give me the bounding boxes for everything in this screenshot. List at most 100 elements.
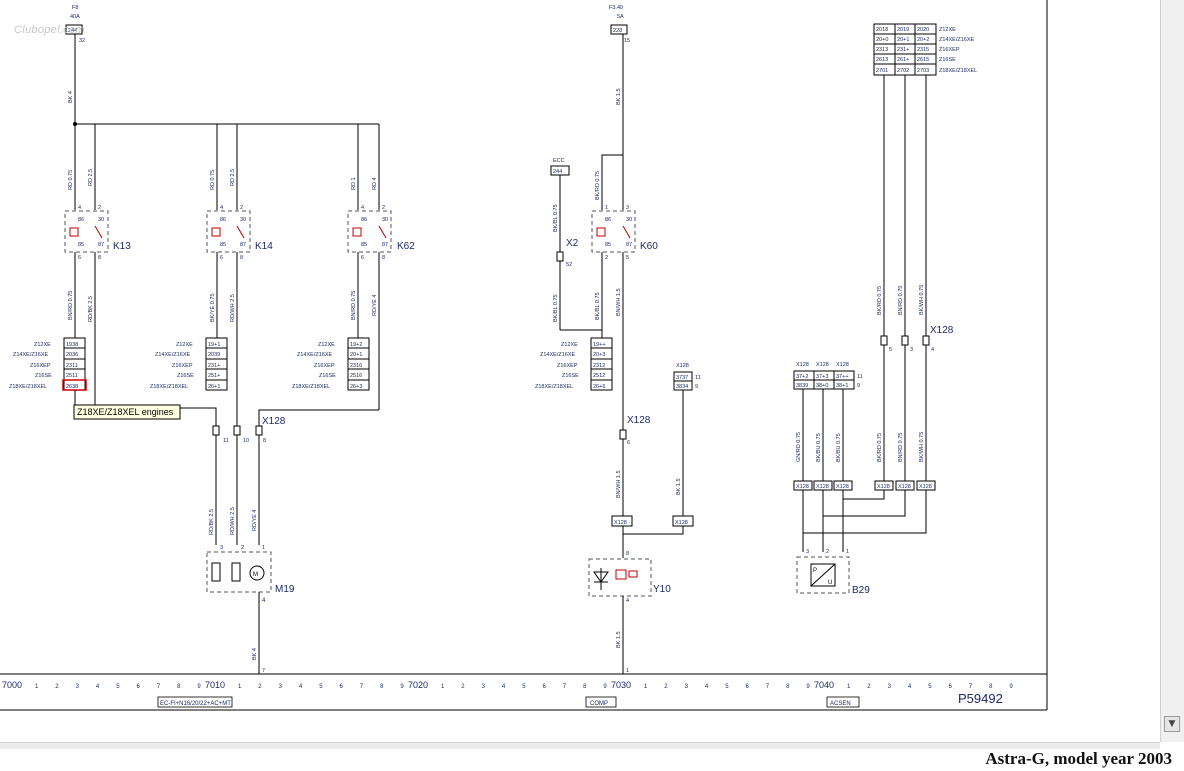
svg-text:2: 2	[382, 205, 385, 211]
svg-text:Z14XE/Z16XE: Z14XE/Z16XE	[155, 352, 190, 358]
ruler-major-label: 7010	[205, 680, 225, 690]
svg-text:Z18XE/Z18XEL: Z18XE/Z18XEL	[939, 68, 977, 74]
svg-text:87: 87	[626, 242, 632, 248]
ruler-major-label: 7030	[611, 680, 631, 690]
k60-label: K60	[640, 241, 658, 252]
svg-text:X128: X128	[614, 520, 627, 526]
ruler-digit: 8	[786, 684, 790, 690]
svg-text:3: 3	[220, 545, 223, 551]
wire-label-bk4: BK 4	[68, 91, 74, 103]
ruler-digit: 2	[258, 684, 262, 690]
svg-text:Z16XEP: Z16XEP	[939, 47, 960, 53]
svg-text:X128: X128	[919, 484, 932, 490]
ruler-digit: 1	[847, 684, 851, 690]
svg-text:X128: X128	[836, 362, 849, 368]
svg-text:261+: 261+	[897, 57, 909, 63]
k60-engine-table: 19++ 20+3 2312 2512 26+6 Z12XE Z14XE/Z16…	[535, 337, 613, 391]
svg-text:RD/YE 4: RD/YE 4	[372, 295, 378, 316]
ruler-digit: 5	[319, 684, 323, 690]
ruler-digit: 9	[603, 684, 607, 690]
svg-text:RD/BK 2.5: RD/BK 2.5	[88, 296, 94, 322]
svg-text:26+6: 26+6	[593, 384, 605, 390]
svg-text:38+0: 38+0	[816, 383, 828, 389]
ruler-digit: 4	[299, 684, 303, 690]
svg-text:2039: 2039	[208, 352, 220, 358]
ruler-digit: 2	[55, 684, 59, 690]
svg-text:X128: X128	[262, 416, 286, 427]
ruler-digit: 5	[725, 684, 729, 690]
svg-text:2019: 2019	[897, 27, 909, 33]
svg-text:X128: X128	[836, 484, 849, 490]
svg-text:8: 8	[263, 438, 266, 444]
horizontal-scrollbar[interactable]	[0, 742, 1160, 749]
svg-text:RD 0.75: RD 0.75	[68, 170, 74, 190]
ruler-digit: 7	[360, 684, 364, 690]
ruler-digit: 4	[908, 684, 912, 690]
ruler-digit: 8	[177, 684, 181, 690]
svg-text:BK 1.5: BK 1.5	[676, 478, 682, 495]
svg-text:87: 87	[98, 242, 104, 248]
svg-text:2036: 2036	[66, 352, 78, 358]
ruler-digit: 3	[279, 684, 283, 690]
svg-text:4: 4	[361, 205, 364, 211]
svg-text:2701: 2701	[876, 68, 888, 74]
svg-text:P: P	[813, 568, 817, 574]
ruler-digit: 8	[583, 684, 587, 690]
ruler-digit: 9	[197, 684, 201, 690]
svg-text:86: 86	[220, 217, 226, 223]
svg-text:6: 6	[627, 440, 630, 446]
svg-text:BN/WH 1.5: BN/WH 1.5	[616, 288, 622, 316]
svg-text:3: 3	[806, 549, 809, 555]
svg-text:Z14XE/Z16XE: Z14XE/Z16XE	[13, 352, 48, 358]
svg-text:2020: 2020	[917, 27, 929, 33]
svg-text:3: 3	[626, 205, 629, 211]
ruler-digit: 9	[1009, 684, 1013, 690]
fuse-f3-rating: 5A	[617, 14, 624, 20]
diagram-canvas: F8 40A 244 32 BK 4 RD 0.75 RD 2.5 4 2 86…	[0, 0, 1048, 711]
ruler-digit: 2	[461, 684, 465, 690]
svg-text:X128: X128	[816, 362, 829, 368]
ruler-digit: 7	[766, 684, 770, 690]
k62-label: K62	[397, 241, 415, 252]
ruler-digit: 6	[543, 684, 547, 690]
svg-text:2615: 2615	[917, 57, 929, 63]
k13-engine-table: 1938 2036 2311 2511 2638 Z12XE Z14XE/Z16…	[9, 337, 87, 391]
relay-k60	[591, 210, 636, 253]
svg-text:86: 86	[361, 217, 367, 223]
svg-text:Z14XE/Z16XE: Z14XE/Z16XE	[939, 37, 974, 43]
svg-text:5: 5	[889, 347, 892, 353]
svg-text:Z16SE: Z16SE	[35, 373, 52, 379]
svg-text:19+1: 19+1	[208, 342, 220, 348]
svg-text:B29: B29	[852, 585, 870, 596]
relay-k13	[64, 210, 109, 253]
svg-text:Z12XE: Z12XE	[939, 27, 956, 33]
svg-text:X128: X128	[675, 520, 688, 526]
svg-text:X128: X128	[796, 484, 809, 490]
watermark: Clubopel.com	[14, 24, 85, 36]
svg-text:20+3: 20+3	[593, 352, 605, 358]
drawing-number: P59492	[958, 691, 1003, 706]
svg-text:2: 2	[605, 255, 608, 261]
svg-text:Z16XEP: Z16XEP	[172, 363, 193, 369]
svg-text:Z12XE: Z12XE	[176, 342, 193, 348]
svg-text:30: 30	[382, 217, 388, 223]
svg-text:2018: 2018	[876, 27, 888, 33]
scroll-down-button[interactable]: ▼	[1164, 716, 1180, 732]
ruler-digit: 3	[482, 684, 486, 690]
ruler-digit: 3	[685, 684, 689, 690]
b29-code-table: X128 X128 X128 37+2 37+3 37++ 3839 38+0 …	[793, 362, 863, 390]
k13-label: K13	[113, 241, 131, 252]
relay-coil	[211, 227, 221, 237]
svg-text:RD/WH 2.5: RD/WH 2.5	[230, 294, 236, 322]
connector-x128-left: X128 11 10 8	[212, 416, 286, 444]
svg-text:251+: 251+	[208, 373, 220, 379]
ruler-digit: 1	[644, 684, 648, 690]
caption: Astra-G, model year 2003	[985, 749, 1172, 768]
ruler-digit: 1	[238, 684, 242, 690]
vertical-scrollbar[interactable]: ▼	[1160, 0, 1184, 742]
svg-text:11: 11	[857, 374, 863, 380]
svg-text:Z12XE: Z12XE	[318, 342, 335, 348]
svg-text:2512: 2512	[593, 373, 605, 379]
ruler-digit: 2	[664, 684, 668, 690]
svg-text:6: 6	[78, 255, 81, 261]
